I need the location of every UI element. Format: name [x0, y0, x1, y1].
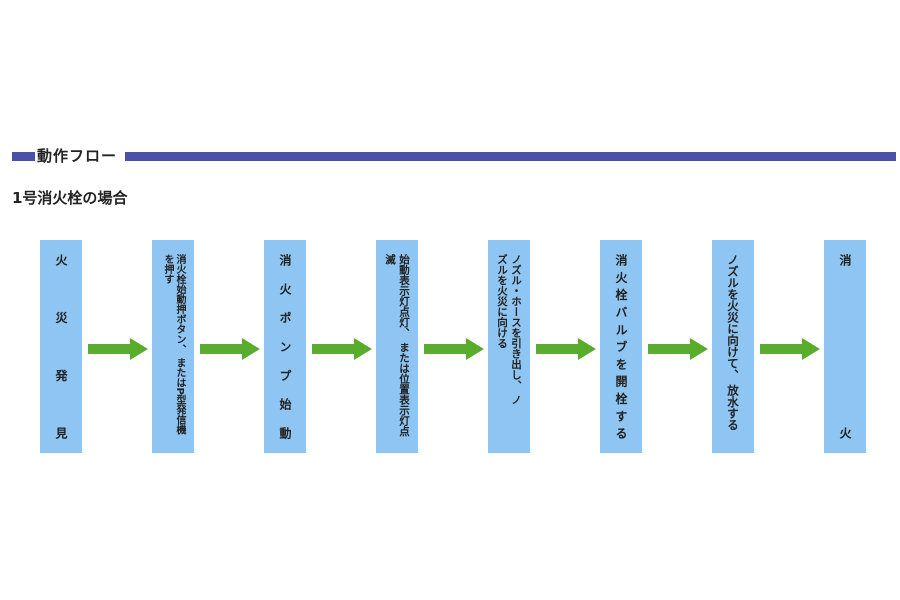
- arrow-right-icon: [88, 338, 148, 360]
- step-text: 消火栓バルブを開栓する: [614, 254, 628, 439]
- arrow-right-icon: [760, 338, 820, 360]
- arrow-right-icon: [424, 338, 484, 360]
- step-text: 始動表示灯点灯、 または位置表示灯点滅: [384, 254, 410, 437]
- step-box-1: 火災発見: [40, 240, 82, 453]
- arrow-right-icon: [200, 338, 260, 360]
- arrow-right-icon: [312, 338, 372, 360]
- step-box-4: 始動表示灯点灯、 または位置表示灯点滅: [376, 240, 418, 453]
- step-box-7: ノズルを火災に向けて、 放水する: [712, 240, 754, 453]
- section-title: 動作フロー: [37, 147, 118, 165]
- step-text: 消火: [838, 254, 852, 439]
- step-box-5: ノズル・ホースを引き出し、 ノズルを火災に向ける: [488, 240, 530, 453]
- arrow-right-icon: [648, 338, 708, 360]
- header-bar-left: [12, 152, 35, 161]
- step-text: 火災発見: [54, 254, 68, 439]
- step-text: ノズル・ホースを引き出し、 ノズルを火災に向ける: [496, 254, 522, 405]
- header-bar-right: [125, 152, 896, 161]
- step-text: ノズルを火災に向けて、 放水する: [726, 254, 740, 431]
- step-text: 消火ポンプ始動: [278, 254, 292, 439]
- arrow-right-icon: [536, 338, 596, 360]
- subtitle: 1号消火栓の場合: [12, 189, 128, 207]
- step-box-2: 消火栓始動押ボタン、 またはP型発信機を押す: [152, 240, 194, 453]
- step-box-8: 消火: [824, 240, 866, 453]
- step-box-6: 消火栓バルブを開栓する: [600, 240, 642, 453]
- step-box-3: 消火ポンプ始動: [264, 240, 306, 453]
- step-text: 消火栓始動押ボタン、 またはP型発信機を押す: [162, 254, 185, 435]
